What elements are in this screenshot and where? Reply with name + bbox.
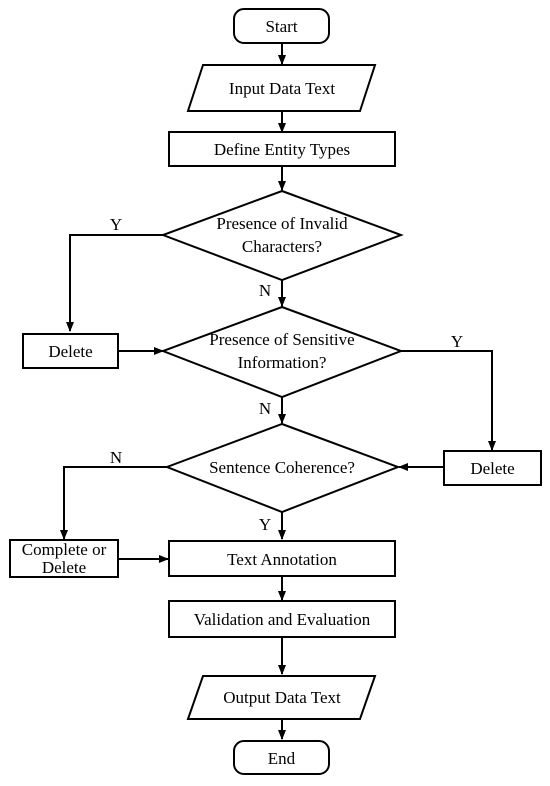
delete-left-node: Delete — [22, 333, 119, 369]
complete-label-line2: Delete — [42, 558, 86, 577]
complete-or-delete-node: Complete or Delete — [9, 539, 119, 578]
sensitive-label-line1: Presence of Sensitive — [209, 330, 354, 349]
end-node: End — [233, 740, 330, 775]
annotation-label: Text Annotation — [227, 550, 337, 569]
label-invalid-yes: Y — [110, 215, 122, 234]
coherence-label: Sentence Coherence? — [209, 458, 355, 477]
output-node: Output Data Text — [186, 675, 377, 720]
start-label: Start — [265, 17, 297, 36]
edge-invalid-yes-delete — [66, 234, 163, 332]
complete-label-line1: Complete or — [22, 540, 107, 559]
delete-right-label: Delete — [470, 459, 514, 478]
label-sensitive-yes: Y — [451, 332, 463, 351]
edge-sensitive-yes-delete — [401, 350, 496, 451]
define-label: Define Entity Types — [214, 140, 350, 159]
invalid-label-line2: Characters? — [242, 237, 322, 256]
output-label: Output Data Text — [223, 688, 341, 707]
define-node: Define Entity Types — [168, 131, 396, 167]
edge-coherence-no-complete — [60, 466, 167, 540]
start-node: Start — [233, 8, 330, 44]
label-coherence-no: N — [110, 448, 122, 467]
delete-left-label: Delete — [48, 342, 92, 361]
end-label: End — [268, 749, 296, 768]
input-label: Input Data Text — [229, 79, 335, 98]
invalid-decision: Presence of Invalid Characters? — [160, 189, 404, 282]
annotation-node: Text Annotation — [168, 540, 396, 577]
validation-node: Validation and Evaluation — [168, 600, 396, 638]
label-coherence-yes: Y — [259, 515, 271, 534]
label-sensitive-no: N — [259, 399, 271, 418]
validation-label: Validation and Evaluation — [194, 610, 371, 629]
coherence-decision: Sentence Coherence? — [164, 422, 401, 514]
label-invalid-no: N — [259, 281, 271, 300]
input-node: Input Data Text — [186, 64, 377, 112]
sensitive-label-line2: Information? — [238, 353, 327, 372]
sensitive-decision: Presence of Sensitive Information? — [160, 305, 404, 399]
invalid-label-line1: Presence of Invalid — [216, 214, 348, 233]
delete-right-node: Delete — [443, 450, 542, 486]
